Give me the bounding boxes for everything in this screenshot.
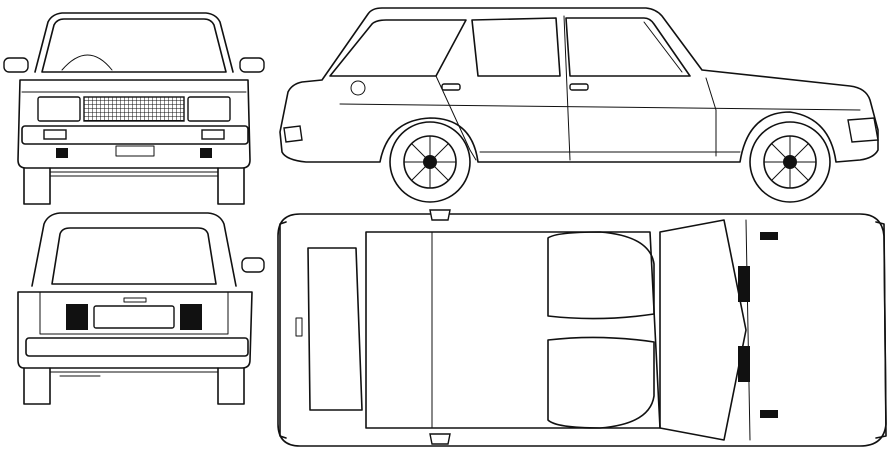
rear-right-taillight xyxy=(180,304,202,330)
side-rear-door-window xyxy=(471,17,561,77)
side-fuel-cap xyxy=(350,80,366,96)
side-front-handle xyxy=(569,83,589,91)
side-front-spokes xyxy=(763,135,817,189)
top-hood-line xyxy=(745,219,751,441)
front-roof-outline xyxy=(34,12,234,73)
front-windshield xyxy=(41,18,227,73)
top-rear-bumper xyxy=(279,221,287,439)
top-rear-handle xyxy=(295,317,303,337)
rear-plate-lamp xyxy=(123,297,147,303)
top-windshield xyxy=(659,219,747,441)
rear-exhaust xyxy=(59,371,101,377)
side-body-outline xyxy=(279,7,879,163)
rear-right-tyre xyxy=(217,367,245,405)
rear-left-taillight xyxy=(66,304,88,330)
top-washer-right xyxy=(760,232,778,240)
front-left-fog xyxy=(56,148,68,158)
front-right-headlight xyxy=(187,96,231,122)
top-body-outline xyxy=(277,213,887,447)
front-underbody xyxy=(49,171,219,177)
rear-right-mirror xyxy=(241,257,265,273)
rear-plate xyxy=(93,305,175,329)
top-right-mirror xyxy=(429,209,451,221)
rear-left-tyre xyxy=(23,367,51,405)
top-left-mirror xyxy=(429,433,451,445)
front-right-tyre xyxy=(217,167,245,205)
front-right-indicator xyxy=(201,129,225,140)
rear-body xyxy=(17,291,253,369)
side-rub-strip xyxy=(339,103,861,111)
top-cowl-vent-right xyxy=(738,266,750,302)
side-rear-handle xyxy=(441,83,461,91)
rear-tailgate-line xyxy=(39,291,229,335)
top-washer-left xyxy=(760,410,778,418)
side-front-door-window xyxy=(565,17,691,77)
front-left-headlight xyxy=(37,96,81,122)
side-front-tyre xyxy=(749,121,831,203)
side-view xyxy=(279,7,879,203)
side-rear-quarter-window xyxy=(329,19,467,77)
front-right-mirror xyxy=(239,57,265,73)
front-left-mirror xyxy=(3,57,29,73)
rear-window xyxy=(51,227,217,285)
front-right-fog xyxy=(200,148,212,158)
side-taillight xyxy=(283,125,303,143)
front-wiper xyxy=(61,54,113,71)
rear-roof-outline xyxy=(31,212,237,287)
side-front-door-line xyxy=(705,77,717,157)
front-view xyxy=(3,12,265,205)
side-rear-door-line xyxy=(435,75,477,161)
front-left-tyre xyxy=(23,167,51,205)
top-view xyxy=(277,209,887,447)
top-rear-seat-left xyxy=(547,336,655,429)
side-center-pillar xyxy=(563,15,571,161)
side-headlight xyxy=(847,117,879,143)
side-rear-spokes xyxy=(403,135,457,189)
front-plate xyxy=(115,145,155,157)
top-rear-window xyxy=(307,247,363,411)
top-roof xyxy=(365,231,661,429)
side-rear-tyre xyxy=(389,121,471,203)
top-rear-seat-right xyxy=(547,231,655,320)
rear-bumper xyxy=(25,337,249,357)
front-body xyxy=(17,79,251,169)
top-cowl-vent-left xyxy=(738,346,750,382)
front-bumper xyxy=(21,125,249,145)
top-front-bumper xyxy=(875,221,887,439)
front-grille xyxy=(83,96,185,122)
side-front-pillar xyxy=(643,21,683,73)
front-left-indicator xyxy=(43,129,67,140)
rear-view xyxy=(17,212,265,405)
